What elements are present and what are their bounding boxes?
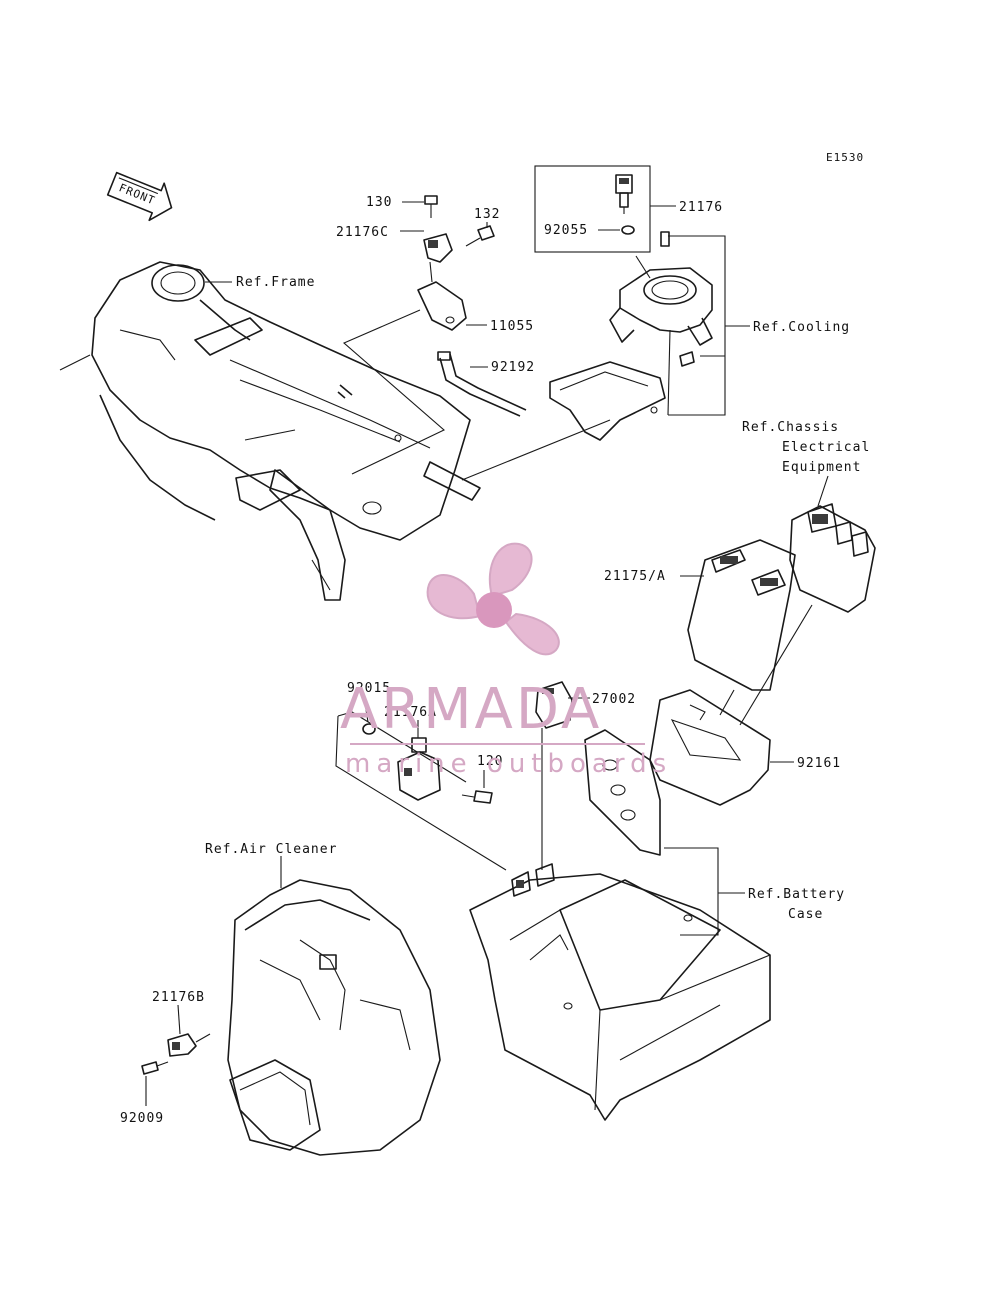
- front-arrow-icon: FRONT: [106, 171, 173, 222]
- label-11055: 11055: [490, 319, 534, 334]
- ref-air-cleaner-label: Ref.Air Cleaner: [205, 842, 337, 857]
- label-130: 130: [366, 195, 392, 210]
- watermark-tagline: marine outboards: [345, 749, 672, 779]
- relay-27002: [535, 681, 573, 729]
- ecu-21175a: [687, 539, 796, 691]
- label-120: 120: [477, 754, 503, 769]
- label-92055: 92055: [544, 223, 588, 238]
- watermark-brand: ARMADA: [340, 677, 602, 742]
- gasket-92055: [621, 225, 635, 235]
- ref-battery-label-line2: Case: [788, 907, 823, 922]
- label-92009: 92009: [120, 1111, 164, 1126]
- sensor-21176b: [167, 1033, 211, 1057]
- label-92192: 92192: [491, 360, 535, 375]
- diagram-code: E1530: [826, 151, 864, 164]
- label-21176a: 21176A: [384, 705, 437, 720]
- chassis-electrical-unit: [789, 503, 876, 613]
- thermostat-housing: [609, 231, 713, 367]
- label-27002: 27002: [592, 692, 636, 707]
- armada-logo-icon: [426, 542, 560, 656]
- bracket-upper: [549, 361, 666, 441]
- grommet-92015: [362, 723, 376, 735]
- bolt-120: [461, 790, 493, 804]
- label-21176: 21176: [679, 200, 723, 215]
- label-21176b: 21176B: [152, 990, 205, 1005]
- ref-battery-label-line1: Ref.Battery: [748, 887, 845, 902]
- bolt-132: [465, 225, 495, 247]
- ecu-bracket-92161: [584, 689, 771, 856]
- label-21176c: 21176C: [336, 225, 389, 240]
- ref-chassis-label-line1: Ref.Chassis: [742, 420, 839, 435]
- label-21175a: 21175/A: [604, 569, 666, 584]
- bolt-130: [424, 195, 438, 218]
- inset-box-21176: [534, 165, 651, 253]
- label-92015: 92015: [347, 681, 391, 696]
- label-132: 132: [474, 207, 500, 222]
- ref-chassis-label-line3: Equipment: [782, 460, 861, 475]
- sensor-21176c: [417, 233, 467, 331]
- ref-frame-label: Ref.Frame: [236, 275, 315, 290]
- ref-chassis-label-line2: Electrical: [782, 440, 870, 455]
- battery-case: [469, 863, 771, 1121]
- air-cleaner-assembly: [227, 879, 441, 1156]
- frame-assembly: [59, 261, 481, 601]
- ref-cooling-label: Ref.Cooling: [753, 320, 850, 335]
- label-92161: 92161: [797, 756, 841, 771]
- screw-92009: [141, 1061, 169, 1075]
- hose-92192: [437, 351, 527, 417]
- sensor-21176: [615, 174, 633, 214]
